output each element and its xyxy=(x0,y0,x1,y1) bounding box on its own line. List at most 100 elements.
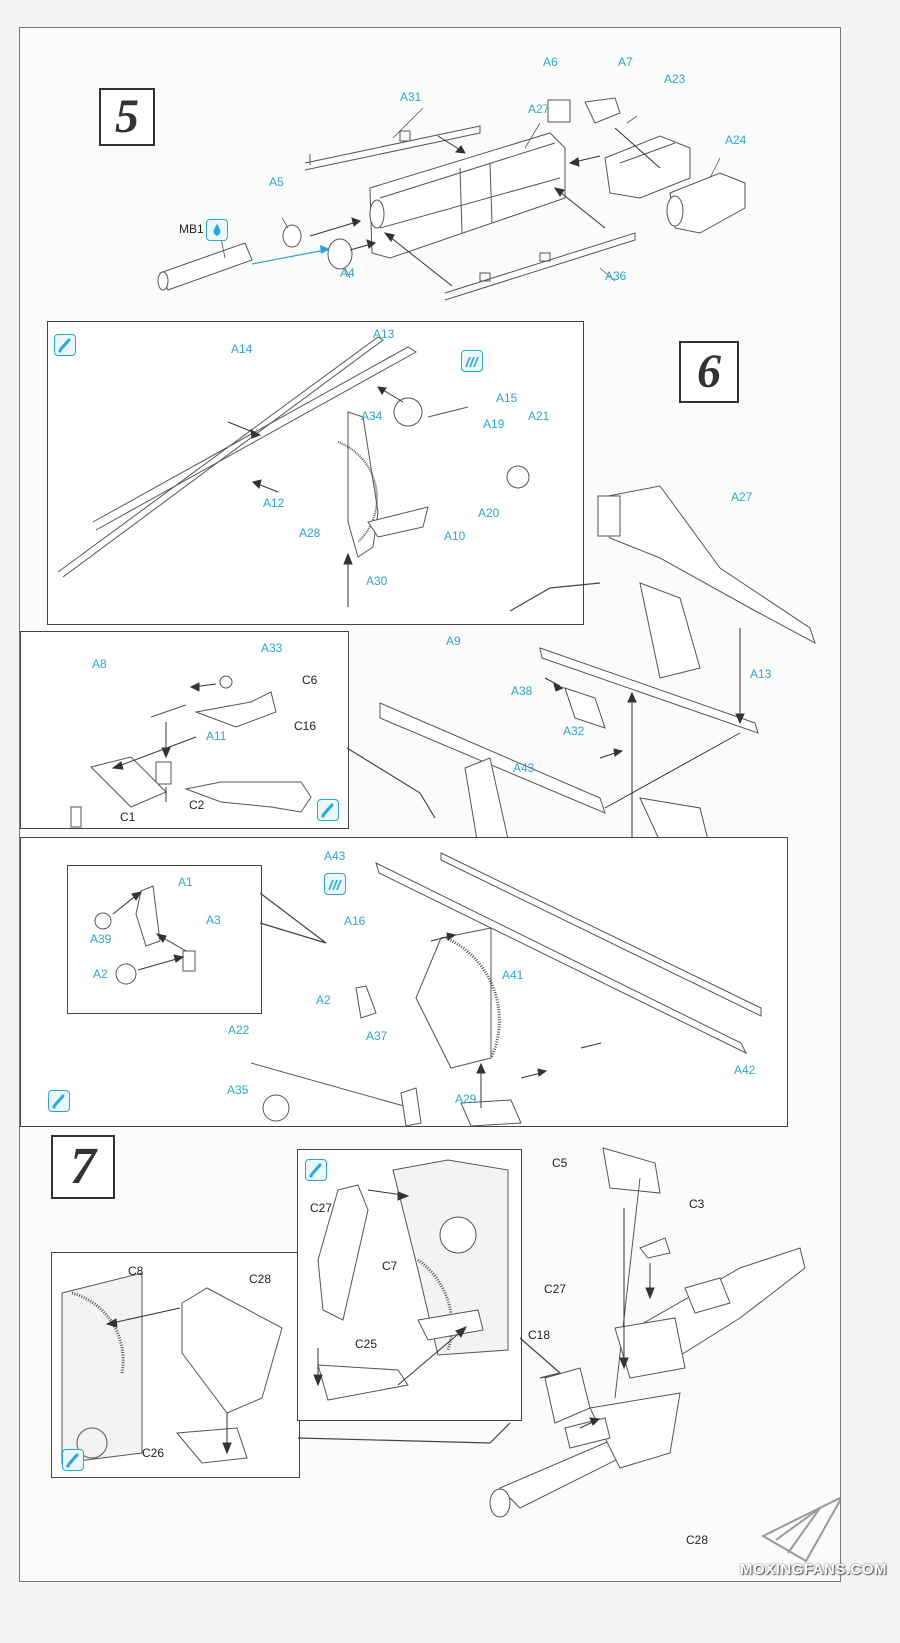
label-a24: A24 xyxy=(725,133,747,147)
part-a27-receiver xyxy=(369,132,566,259)
label-c27-middle: C27 xyxy=(310,1201,333,1215)
part-a29 xyxy=(460,1099,522,1126)
label-c5: C5 xyxy=(552,1156,568,1170)
label-a19: A19 xyxy=(483,417,505,431)
part-a35-handwheel xyxy=(262,1094,290,1122)
label-a28: A28 xyxy=(299,526,321,540)
label-a21: A21 xyxy=(528,409,550,423)
part-a42-rail xyxy=(440,852,762,1017)
cement-icon xyxy=(62,1449,84,1471)
step-5-number: 5 xyxy=(99,88,155,146)
label-a5: A5 xyxy=(269,175,284,189)
label-a2-inset: A2 xyxy=(93,967,108,981)
part-a36-rail xyxy=(444,232,636,301)
cement-icon xyxy=(54,334,76,356)
label-a4: A4 xyxy=(340,266,355,280)
label-c7: C7 xyxy=(382,1259,398,1273)
label-a37: A37 xyxy=(366,1029,388,1043)
label-c6: C6 xyxy=(302,673,318,687)
label-c27-main: C27 xyxy=(544,1282,567,1296)
part-a39 xyxy=(94,912,112,930)
part-a31-rail xyxy=(304,125,481,171)
part-a2-main xyxy=(355,985,377,1019)
label-a39: A39 xyxy=(90,932,112,946)
label-a42: A42 xyxy=(734,1063,756,1077)
label-a6: A6 xyxy=(543,55,558,69)
label-c18: C18 xyxy=(528,1328,551,1342)
part-a5 xyxy=(282,224,302,248)
assembly-arrows xyxy=(309,127,661,287)
upper-callout-drawing xyxy=(57,336,530,607)
cement-icon xyxy=(305,1159,327,1181)
label-a34: A34 xyxy=(361,409,383,423)
label-a36: A36 xyxy=(605,269,627,283)
part-a14 xyxy=(57,336,384,578)
label-c16: C16 xyxy=(294,719,317,733)
step-6-lower-inset: A1 A39 A3 A2 xyxy=(67,865,262,1014)
step-6-number: 6 xyxy=(679,341,739,403)
label-a1: A1 xyxy=(178,875,193,889)
paint-arrow xyxy=(251,249,326,265)
label-c8: C8 xyxy=(128,1264,144,1278)
part-a3 xyxy=(182,950,196,972)
label-a22: A22 xyxy=(228,1023,250,1037)
label-c3: C3 xyxy=(689,1197,705,1211)
label-a10: A10 xyxy=(444,529,466,543)
label-a14: A14 xyxy=(231,342,253,356)
step-6-lower-callout: A1 A39 A3 A2 xyxy=(20,837,788,1127)
label-a41: A41 xyxy=(502,968,524,982)
label-a43-lower: A43 xyxy=(324,849,346,863)
part-a23 xyxy=(604,135,691,199)
label-a27-main: A27 xyxy=(731,490,753,504)
label-c28-left: C28 xyxy=(249,1272,272,1286)
label-c28-main: C28 xyxy=(686,1533,709,1547)
label-a3: A3 xyxy=(206,913,221,927)
part-c28 xyxy=(181,1287,283,1414)
label-a7: A7 xyxy=(618,55,633,69)
step-7-middle-callout: C27 C7 C25 xyxy=(297,1149,522,1421)
label-a23: A23 xyxy=(664,72,686,86)
label-a9: A9 xyxy=(446,634,461,648)
part-a43-rail xyxy=(375,862,748,1055)
part-a4 xyxy=(327,238,353,270)
label-a29: A29 xyxy=(455,1092,477,1106)
label-a38: A38 xyxy=(511,684,533,698)
label-c1: C1 xyxy=(120,810,136,824)
part-a13 xyxy=(92,346,417,531)
label-a13: A13 xyxy=(373,327,395,341)
label-a35: A35 xyxy=(227,1083,249,1097)
optional-part-icon xyxy=(461,350,483,372)
label-a16: A16 xyxy=(344,914,366,928)
lower-callout-drawing xyxy=(250,852,762,1126)
part-a2 xyxy=(115,963,137,985)
step-6-left-callout: A8 A33 C6 A11 C16 C2 C1 xyxy=(20,631,349,829)
label-a43-main: A43 xyxy=(513,761,535,775)
watermark-text: MOXINGFANS.COM xyxy=(740,1561,888,1578)
part-a24 xyxy=(666,172,746,234)
label-a20: A20 xyxy=(478,506,500,520)
label-a11: A11 xyxy=(206,729,227,743)
cement-icon xyxy=(317,799,339,821)
part-mb1-barrel xyxy=(157,242,253,291)
instruction-sheet: 5 xyxy=(19,27,887,1582)
cement-icon xyxy=(48,1090,70,1112)
part-a1 xyxy=(135,885,161,947)
step-7-left-drawing xyxy=(61,1272,283,1464)
step-7-left-callout: C8 C28 C26 xyxy=(51,1252,300,1478)
optional-part-icon xyxy=(324,873,346,895)
paint-drop-icon xyxy=(206,219,228,241)
label-a15: A15 xyxy=(496,391,518,405)
label-c26: C26 xyxy=(142,1446,165,1460)
label-a12: A12 xyxy=(263,496,285,510)
part-c27 xyxy=(317,1184,369,1321)
part-a6 xyxy=(547,99,571,123)
inset-drawing xyxy=(94,885,196,985)
label-a27: A27 xyxy=(528,102,550,116)
part-c25 xyxy=(317,1364,409,1401)
step-7-number: 7 xyxy=(51,1135,115,1199)
label-a31: A31 xyxy=(400,90,422,104)
left-callout-drawing xyxy=(70,675,312,828)
label-a30: A30 xyxy=(366,574,388,588)
step-7-middle-drawing xyxy=(313,1159,509,1401)
part-a7 xyxy=(584,97,621,124)
